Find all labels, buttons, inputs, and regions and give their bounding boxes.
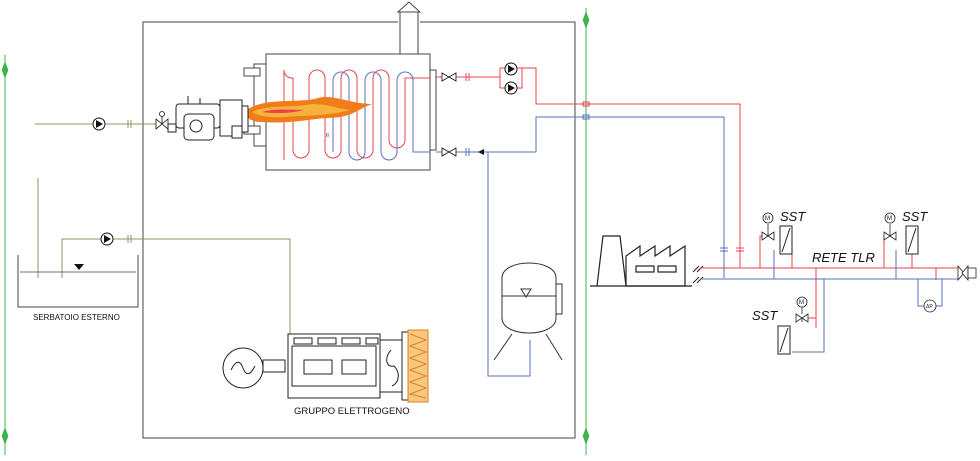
generator-label: GRUPPO ELETTROGENO [294, 406, 410, 417]
network-end [957, 264, 977, 282]
tank-label: SERBATOIO ESTERNO [33, 313, 120, 322]
fuel-lines [35, 123, 291, 335]
motor-label: M [799, 300, 804, 306]
pipe-fittings [465, 73, 744, 252]
sst-label: SST [752, 308, 778, 323]
pump-icon [504, 62, 518, 76]
chimney [396, 1, 422, 59]
boiler-supply-coil [283, 69, 430, 160]
network-label: RETE TLR [812, 250, 875, 265]
motor-label: M [765, 216, 770, 222]
motor-label: M [887, 216, 892, 222]
boundary-lines [1, 8, 590, 455]
pressure-sensor-icon [923, 299, 937, 313]
substation-exchanger [905, 225, 919, 255]
supply-piping [436, 67, 741, 268]
substation-exchanger [777, 325, 791, 355]
generator-set [222, 329, 429, 403]
expansion-vessel [493, 262, 563, 361]
network-return [700, 250, 958, 353]
flame-icon [244, 97, 372, 123]
control-valve-icon [795, 296, 809, 323]
control-valve-icon [761, 212, 775, 241]
sst-label: SST [780, 209, 806, 224]
substation-exchanger [779, 225, 793, 255]
pump-icon [100, 232, 114, 246]
burner-unit [167, 96, 249, 141]
boiler-return-coil [332, 71, 430, 161]
factory-icon [590, 235, 692, 287]
pump-icon [504, 81, 518, 95]
dp-label: ΔP [926, 304, 933, 310]
control-valve-icon [883, 212, 897, 241]
break-marks [692, 265, 704, 284]
pump-icon [92, 117, 106, 131]
return-piping [436, 116, 725, 377]
external-tank [17, 255, 139, 308]
plant-building [142, 21, 576, 439]
sst-label: SST [902, 209, 928, 224]
valve-icon [155, 111, 169, 130]
fuel-fittings [127, 120, 132, 243]
valve-icon [441, 72, 457, 157]
boiler-mark: II [326, 133, 329, 139]
